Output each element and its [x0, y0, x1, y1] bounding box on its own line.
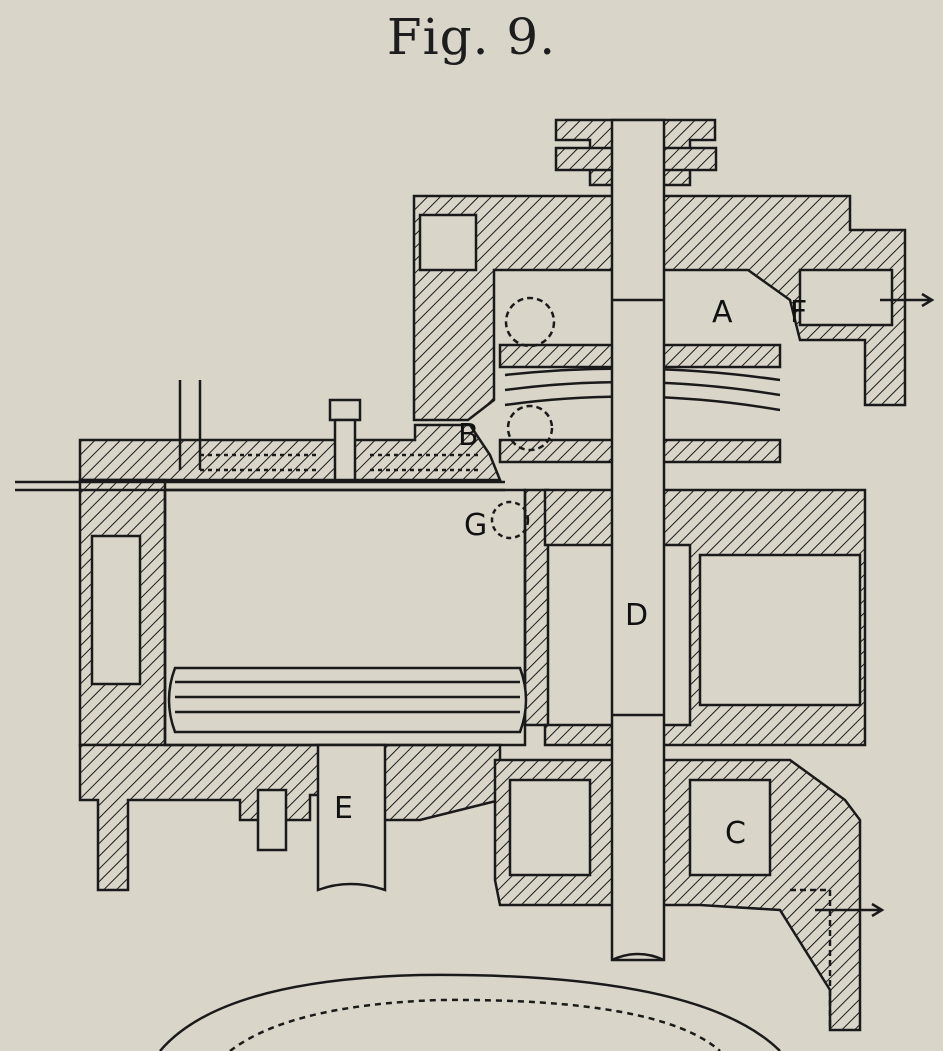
label-d: D — [625, 598, 648, 633]
upper-housing — [412, 194, 907, 422]
discharge-flange-opening — [798, 268, 894, 327]
stub-e — [316, 743, 387, 892]
lower-chamber-opening-right — [688, 778, 772, 877]
label-g: G — [464, 508, 487, 543]
cylinder-top-wall — [78, 423, 502, 482]
discharge-arrow — [880, 292, 935, 308]
base-plate — [78, 743, 502, 892]
label-c: C — [725, 816, 746, 851]
upper-housing-inner-left — [418, 213, 478, 272]
bottom-outline — [159, 973, 781, 1051]
label-a: A — [712, 295, 733, 330]
label-f: F — [790, 295, 807, 330]
upper-valve-bolt — [504, 296, 556, 348]
cylinder-right-window — [698, 553, 862, 707]
label-e: E — [334, 791, 353, 826]
lower-chamber-opening-left — [508, 778, 592, 877]
figure-title: Fig. 9. — [386, 8, 557, 66]
outlet-arrow — [815, 902, 885, 918]
cylinder-left-window — [90, 534, 142, 686]
piston — [167, 666, 528, 734]
dashed-outlet — [790, 888, 832, 1030]
main-shaft-d — [610, 118, 666, 962]
top-nut — [328, 398, 362, 422]
label-b: B — [458, 418, 479, 453]
